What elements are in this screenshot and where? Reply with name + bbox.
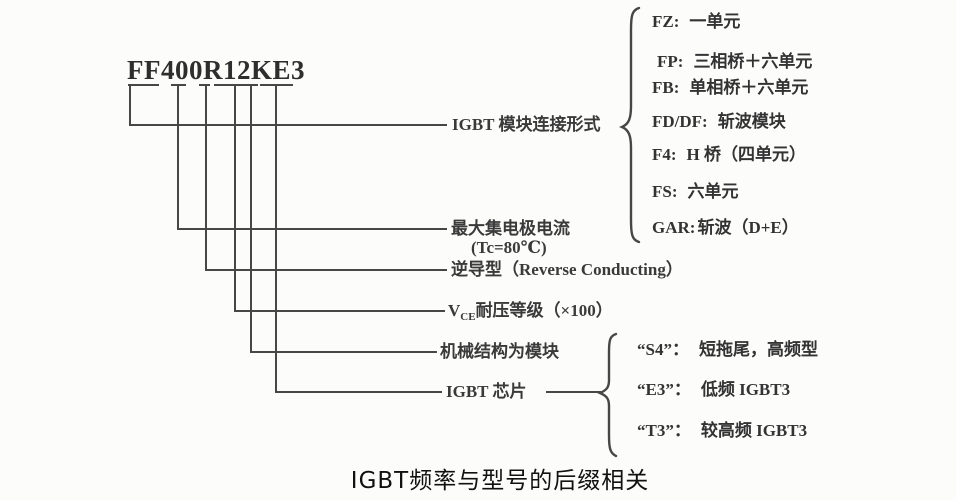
drop-line-400 [177,85,179,230]
drop-line-r [205,85,207,271]
connector-mechanical [250,351,437,353]
connector-chip-to-brace [546,391,601,393]
connection-type-code: FZ: [652,12,680,31]
chip-type-item: “T3”： 较高频 IGBT3 [637,421,807,441]
connector-vce [234,310,445,312]
chip-type-desc: 短拖尾，高频型 [698,340,818,359]
chip-type-code: “T3”： [637,421,691,440]
connection-type-code: F4: [652,145,677,164]
drop-line-e3 [275,85,277,393]
connection-type-desc: 单相桥＋六单元 [689,78,809,97]
connection-type-code: FB: [652,78,680,97]
label-mechanical-structure: 机械结构为模块 [440,342,559,361]
chip-type-code: “E3”： [637,380,691,399]
connector-connection [129,124,447,126]
chip-type-desc: 较高频 IGBT3 [700,421,808,440]
left-brace-icon [618,6,641,244]
chip-type-item: “S4”： 短拖尾，高频型 [637,340,818,360]
label-vce-v: V [448,301,461,320]
connector-chip [275,391,442,393]
chip-type-desc: 低频 IGBT3 [700,380,791,399]
label-vce-class: VCE耐压等级（×100） [448,301,613,327]
segment-underline-r [199,84,210,86]
segment-underline-12 [214,84,244,86]
connection-type-item: FZ: 一单元 [652,12,740,32]
connection-type-item: GAR: 斩波（D+E） [652,218,799,238]
connection-type-code: FP: [657,52,684,71]
label-reverse-conducting: 逆导型（Reverse Conducting） [451,260,683,279]
connection-type-item: F4: H 桥（四单元） [652,145,806,165]
connection-type-item: FS: 六单元 [652,182,739,202]
connection-type-desc: H 桥（四单元） [686,145,807,164]
label-vce-rest: 耐压等级（×100） [475,301,613,320]
part-number: FF400R12KE3 [127,55,305,85]
connection-type-code: FD/DF: [652,112,708,131]
connection-type-code: GAR: [652,218,696,237]
left-brace-icon [597,332,618,458]
label-max-collector-current: 最大集电极电流 (Tc=80℃) [451,219,570,257]
connection-type-item: FD/DF: 斩波模块 [652,112,786,132]
connection-type-desc: 斩波模块 [717,112,786,131]
label-igbt-chip: IGBT 芯片 [446,382,527,401]
drop-line-k [250,85,252,353]
drop-line-ff [129,85,131,126]
label-max-collector-current-line1: 最大集电极电流 [451,219,570,238]
connection-type-desc: 三相桥＋六单元 [693,52,813,71]
chip-type-item: “E3”： 低频 IGBT3 [637,380,790,400]
segment-underline-ff [128,84,159,86]
connection-type-item: FB: 单相桥＋六单元 [652,78,808,98]
connection-type-desc: 斩波（D+E） [697,218,799,237]
connection-type-desc: 六单元 [687,182,739,201]
label-max-collector-current-line2: (Tc=80℃) [471,238,547,257]
connector-reverse [205,269,447,271]
label-vce-subscript: CE [460,311,476,323]
connection-type-item: FP: 三相桥＋六单元 [657,52,812,72]
connection-type-code: FS: [652,182,678,201]
diagram-caption: IGBT频率与型号的后缀相关 [350,468,650,494]
connector-current [177,228,447,230]
connection-type-desc: 一单元 [689,12,741,31]
label-connection-type: IGBT 模块连接形式 [452,115,601,134]
drop-line-12 [234,85,236,312]
chip-type-code: “S4”： [637,340,689,359]
